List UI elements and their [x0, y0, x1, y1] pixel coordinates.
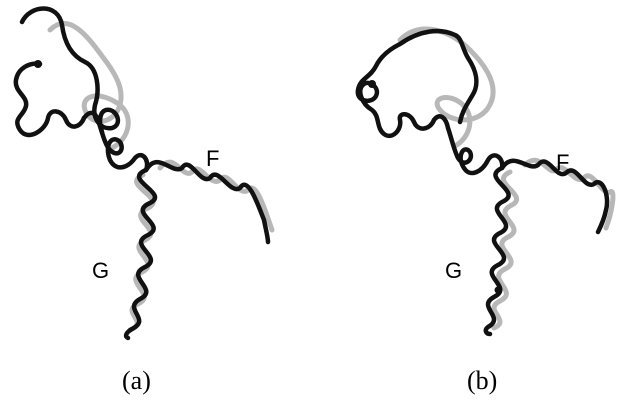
panel-b-drawing	[358, 29, 613, 334]
panel-a-loop-shadow	[50, 23, 128, 148]
panel-a-caption: (a)	[122, 368, 151, 394]
panel-b-helix-g-node	[495, 287, 502, 294]
panel-a-drawing	[16, 9, 272, 339]
panel-b-helix-g-label: G	[445, 260, 462, 282]
panel-b-loop-node	[368, 80, 376, 88]
panel-a-loop	[16, 9, 118, 135]
panel-a-loop-node	[34, 60, 42, 68]
panel-b-helix-f-label: F	[556, 152, 569, 174]
panel-b-caption: (b)	[467, 368, 497, 394]
panel-a-helix-g-label: G	[92, 260, 109, 282]
panel-a-helix-f-label: F	[206, 148, 219, 170]
